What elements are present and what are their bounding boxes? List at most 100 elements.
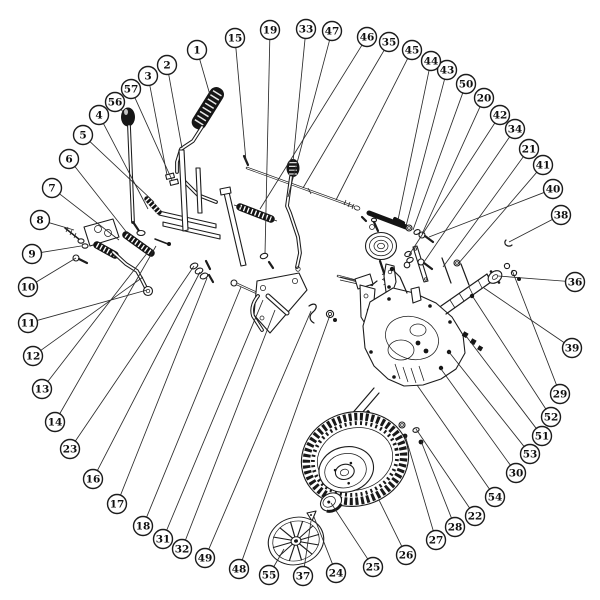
callout-balloon-19[interactable]: 19	[259, 19, 281, 41]
callout-balloon-47[interactable]: 47	[321, 20, 343, 42]
callout-number-18: 18	[136, 521, 151, 533]
leader-line-42	[408, 122, 496, 256]
leader-line-17	[120, 277, 208, 496]
callout-balloon-27[interactable]: 27	[425, 529, 447, 551]
callout-number-39: 39	[565, 343, 580, 355]
callout-balloon-8[interactable]: 8	[29, 209, 51, 231]
callout-balloon-31[interactable]: 31	[152, 528, 174, 550]
callout-number-29: 29	[553, 389, 568, 401]
callout-balloon-5[interactable]: 5	[72, 124, 94, 146]
callout-balloon-40[interactable]: 40	[542, 178, 564, 200]
callout-number-48: 48	[232, 564, 247, 576]
leader-line-3	[149, 85, 168, 176]
callout-balloon-15[interactable]: 15	[224, 27, 246, 49]
callout-balloon-18[interactable]: 18	[132, 515, 154, 537]
leader-line-14	[59, 245, 157, 414]
callout-balloon-54[interactable]: 54	[484, 486, 506, 508]
callout-number-43: 43	[440, 65, 455, 77]
leader-line-32	[185, 309, 276, 541]
callout-balloon-21[interactable]: 21	[518, 138, 540, 160]
callout-balloon-48[interactable]: 48	[228, 558, 250, 580]
callout-balloon-45[interactable]: 45	[401, 39, 423, 61]
callout-balloon-35[interactable]: 35	[378, 31, 400, 53]
leader-line-6	[74, 166, 129, 235]
callout-balloon-28[interactable]: 28	[444, 516, 466, 538]
callout-number-41: 41	[536, 160, 551, 172]
callout-balloon-20[interactable]: 20	[473, 87, 495, 109]
callout-number-57: 57	[124, 84, 139, 96]
tire	[300, 411, 410, 507]
control-rods	[219, 154, 378, 287]
callout-balloon-9[interactable]: 9	[21, 243, 43, 265]
callout-number-12: 12	[26, 351, 41, 363]
callout-balloon-34[interactable]: 34	[504, 118, 526, 140]
callout-balloon-12[interactable]: 12	[22, 345, 44, 367]
callout-balloon-3[interactable]: 3	[137, 65, 159, 87]
callout-balloon-11[interactable]: 11	[17, 312, 39, 334]
callout-balloon-25[interactable]: 25	[362, 556, 384, 578]
callout-number-19: 19	[263, 25, 278, 37]
leader-line-23	[74, 265, 195, 442]
callout-balloon-42[interactable]: 42	[489, 104, 511, 126]
callout-balloon-41[interactable]: 41	[532, 154, 554, 176]
mount-plate	[83, 218, 120, 247]
callout-balloon-33[interactable]: 33	[295, 18, 317, 40]
callout-balloon-38[interactable]: 38	[550, 204, 572, 226]
callout-number-32: 32	[175, 544, 190, 556]
leader-line-35	[302, 49, 385, 189]
leader-line-50	[412, 92, 464, 231]
callout-balloon-22[interactable]: 22	[464, 505, 486, 527]
callout-balloon-44[interactable]: 44	[420, 50, 442, 72]
leader-line-7	[59, 193, 120, 241]
callout-number-15: 15	[228, 33, 243, 45]
callout-balloon-52[interactable]: 52	[540, 406, 562, 428]
threaded-bolt	[64, 227, 81, 241]
callout-balloon-36[interactable]: 36	[564, 271, 586, 293]
callout-balloon-43[interactable]: 43	[436, 59, 458, 81]
callout-balloon-39[interactable]: 39	[561, 337, 583, 359]
callout-balloon-4[interactable]: 4	[88, 104, 110, 126]
leader-lines	[35, 38, 566, 567]
callout-balloon-50[interactable]: 50	[455, 73, 477, 95]
leader-line-2	[168, 74, 183, 149]
leader-line-20	[421, 106, 481, 235]
callout-balloon-13[interactable]: 13	[31, 378, 53, 400]
leader-line-33	[292, 38, 306, 163]
leader-line-27	[404, 434, 434, 532]
callout-balloon-16[interactable]: 16	[82, 468, 104, 490]
leader-line-52	[472, 296, 547, 410]
callout-balloon-49[interactable]: 49	[194, 547, 216, 569]
callout-number-28: 28	[448, 522, 463, 534]
callout-balloon-29[interactable]: 29	[549, 383, 571, 405]
leader-line-47	[287, 40, 330, 198]
callout-balloon-55[interactable]: 55	[258, 564, 280, 586]
callout-number-4: 4	[95, 110, 102, 122]
leader-line-29	[511, 269, 557, 386]
callout-balloon-26[interactable]: 26	[395, 544, 417, 566]
callout-balloon-1[interactable]: 1	[186, 39, 208, 61]
callout-balloon-7[interactable]: 7	[41, 177, 63, 199]
callout-balloon-32[interactable]: 32	[171, 538, 193, 560]
callout-balloon-24[interactable]: 24	[325, 562, 347, 584]
leader-line-40	[428, 192, 545, 238]
callout-number-7: 7	[48, 183, 55, 195]
callout-balloon-17[interactable]: 17	[106, 493, 128, 515]
callout-balloon-37[interactable]: 37	[292, 565, 314, 587]
callout-balloon-30[interactable]: 30	[505, 462, 527, 484]
callout-balloon-56[interactable]: 56	[104, 91, 126, 113]
callout-balloon-23[interactable]: 23	[59, 438, 81, 460]
callout-balloon-14[interactable]: 14	[44, 411, 66, 433]
leader-line-4	[103, 123, 149, 210]
callout-balloon-51[interactable]: 51	[531, 425, 553, 447]
callout-number-22: 22	[468, 511, 483, 523]
callout-number-27: 27	[429, 535, 444, 547]
callout-balloon-10[interactable]: 10	[17, 276, 39, 298]
callout-balloon-46[interactable]: 46	[356, 26, 378, 48]
callout-balloon-57[interactable]: 57	[120, 78, 142, 100]
callout-balloon-2[interactable]: 2	[156, 54, 178, 76]
callout-number-23: 23	[63, 444, 78, 456]
callout-balloon-6[interactable]: 6	[58, 148, 80, 170]
callout-balloon-53[interactable]: 53	[519, 443, 541, 465]
